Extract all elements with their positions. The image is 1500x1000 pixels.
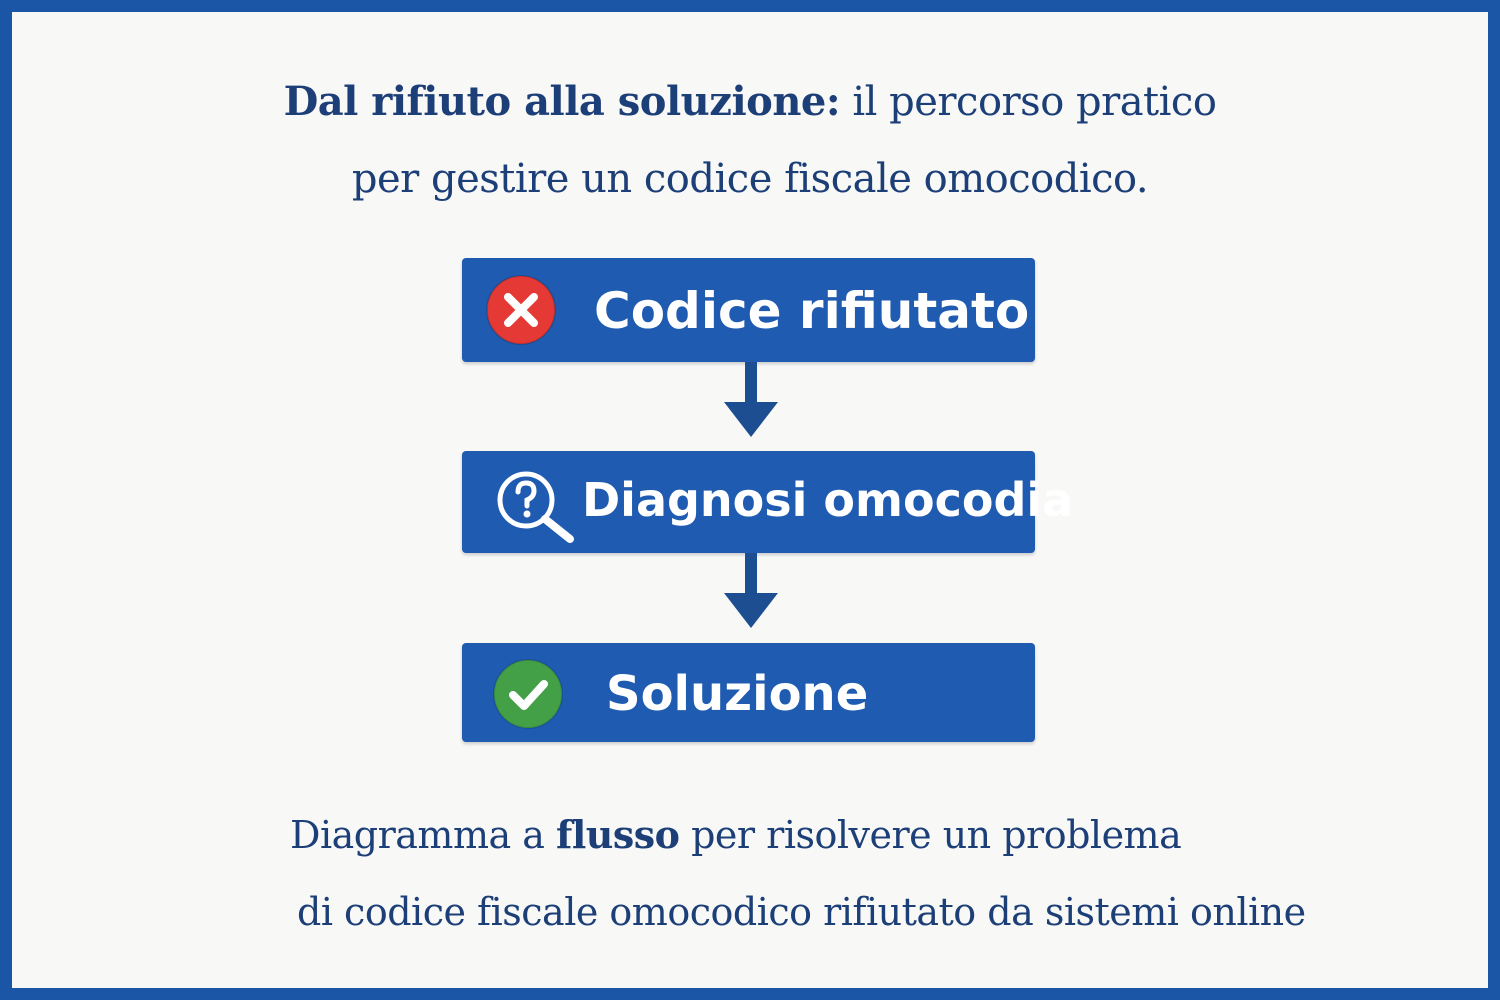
caption-line-1: Diagramma a flusso per risolvere un prob…	[0, 812, 1500, 857]
caption-bold: flusso	[555, 812, 680, 857]
arrow-down-icon	[724, 553, 778, 628]
step-label-diagnosis: Diagnosi omocodia	[582, 473, 1074, 527]
caption-pre: Diagramma a	[290, 813, 556, 857]
title-rest-part: il percorso pratico	[840, 79, 1217, 125]
caption-post: per risolvere un problema	[679, 813, 1182, 857]
arrow-down-icon	[724, 362, 778, 437]
caption-line-2: di codice fiscale omocodico rifiutato da…	[297, 890, 1306, 934]
step-box-rejected: Codice rifiutato	[462, 258, 1035, 362]
title-line-1: Dal rifiuto alla soluzione: il percorso …	[0, 78, 1500, 125]
step-box-diagnosis: Diagnosi omocodia	[462, 451, 1073, 553]
title-line-2: per gestire un codice fiscale omocodico.	[351, 156, 1149, 202]
step-box-solution: Soluzione	[462, 643, 1035, 742]
step-label-rejected: Codice rifiutato	[594, 282, 1030, 340]
close-icon	[486, 275, 556, 345]
magnifier-question-icon	[497, 471, 574, 543]
step-label-solution: Soluzione	[606, 666, 869, 722]
title-bold-part: Dal rifiuto alla soluzione:	[283, 78, 841, 125]
check-icon	[493, 659, 563, 729]
